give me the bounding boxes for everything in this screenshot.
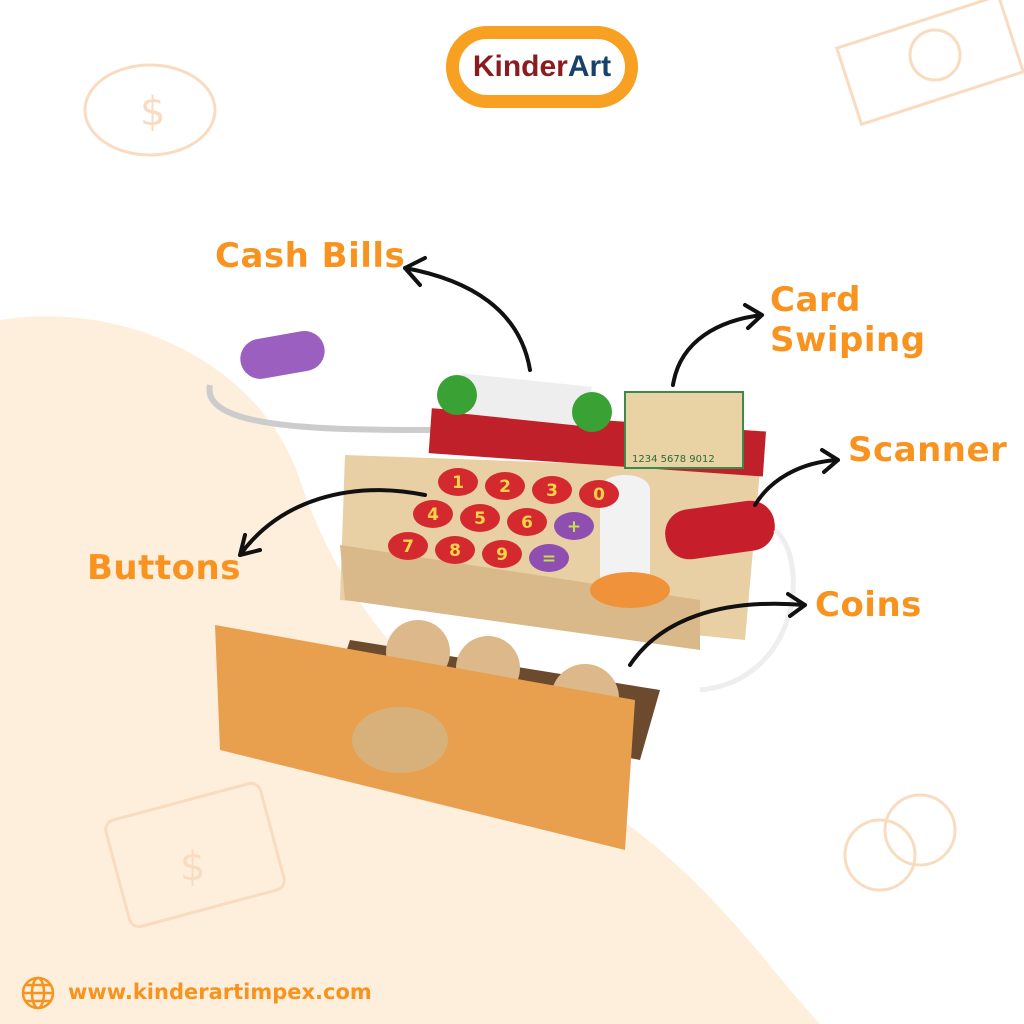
globe-icon [21, 976, 55, 1010]
svg-text:5: 5 [474, 509, 486, 529]
website-link[interactable]: www.kinderartimpex.com [68, 980, 372, 1004]
keypad-key: 2 [485, 472, 525, 500]
label-cash-bills: Cash Bills [215, 236, 406, 276]
pointer-arrows [238, 256, 840, 667]
arrow-buttons [238, 488, 427, 557]
keypad-key: 9 [482, 540, 522, 568]
keypad-key: 3 [532, 476, 572, 504]
arrow-cash-bills [403, 256, 532, 372]
keypad: 1 2 3 0 4 5 6 +7 8 9 = [388, 468, 619, 572]
svg-text:=: = [542, 549, 556, 569]
keypad-key: = [529, 544, 569, 572]
coins-icon [843, 793, 957, 892]
logo-text-kinder: Kinder [472, 50, 568, 83]
keypad-key: + [554, 512, 594, 540]
arrow-card-swiping [671, 303, 764, 387]
briefcase-icon: $ [104, 781, 286, 929]
svg-text:$: $ [180, 844, 205, 890]
keypad-key: 7 [388, 532, 428, 560]
keypad-key: 1 [438, 468, 478, 496]
card-number: 1234 5678 9012 [632, 454, 715, 465]
svg-text:1: 1 [452, 473, 464, 493]
svg-text:9: 9 [496, 545, 508, 565]
label-coins: Coins [815, 585, 922, 625]
label-scanner: Scanner [848, 430, 1008, 470]
piggy-bank-icon: $ [83, 63, 217, 157]
svg-text:3: 3 [546, 481, 558, 501]
keypad-key: 4 [413, 500, 453, 528]
arrow-scanner [753, 448, 840, 507]
svg-text:0: 0 [593, 485, 605, 505]
label-card-swiping: Card Swiping [770, 280, 926, 360]
svg-text:8: 8 [449, 541, 461, 561]
keypad-key: 0 [579, 480, 619, 508]
svg-text:+: + [567, 517, 581, 537]
svg-text:7: 7 [402, 537, 414, 557]
svg-text:$: $ [140, 89, 165, 135]
svg-text:2: 2 [499, 477, 511, 497]
logo-text-art: Art [567, 50, 612, 83]
arrow-coins [628, 592, 807, 667]
keypad-key: 8 [435, 536, 475, 564]
banknote-icon [834, 0, 1024, 127]
svg-text:6: 6 [521, 513, 533, 533]
label-buttons: Buttons [87, 548, 241, 588]
svg-text:4: 4 [427, 505, 439, 525]
keypad-key: 5 [460, 504, 500, 532]
keypad-key: 6 [507, 508, 547, 536]
